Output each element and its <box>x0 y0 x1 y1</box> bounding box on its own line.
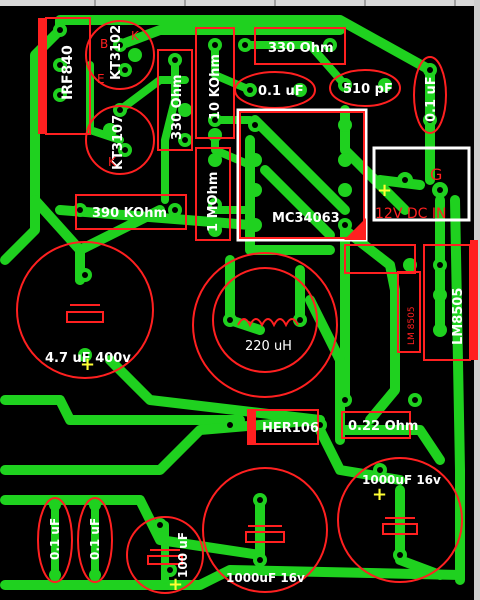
label-kt3107-k: K <box>108 155 117 169</box>
top-ruler <box>0 0 480 6</box>
label-12v-dc-in: 12V DC IN <box>375 206 446 222</box>
label-kt3102-e: E <box>97 72 105 86</box>
label-r330a: 330 Ohm <box>170 74 185 140</box>
label-c01d: 0.1 uF <box>88 518 102 560</box>
lm8505-pad-block <box>344 244 416 274</box>
c01a-outline <box>234 71 316 109</box>
c47-outline <box>16 241 154 379</box>
label-c01a: 0.1 uF <box>258 84 304 99</box>
conn-outline <box>372 146 471 222</box>
silkscreen-outlines <box>16 17 478 594</box>
trace-ic-diag1 <box>250 115 350 215</box>
label-r390k: 390 KOhm <box>92 206 167 221</box>
label-c47-plus: + <box>80 354 95 375</box>
label-her106: HER106 <box>262 421 319 436</box>
label-c01b: 0.1 uF <box>424 76 439 122</box>
label-kt3102-b: B <box>100 37 108 51</box>
l1-coil <box>237 318 299 328</box>
label-c01c: 0.1 uF <box>48 518 62 560</box>
label-c100: 100 uF <box>176 532 190 578</box>
l1-outer <box>192 252 338 398</box>
lm8505-label-block <box>397 271 421 353</box>
r10k-outline <box>195 27 235 139</box>
trace-lower-bus <box>0 415 325 475</box>
label-r1m: 1 MOhm <box>206 172 221 232</box>
copper-traces <box>0 15 465 590</box>
label-c1000a-plus: + <box>372 484 387 505</box>
label-kt3102: KT3102 <box>109 25 124 80</box>
c1000b-outline <box>202 467 328 593</box>
label-lm8505: LM8505 <box>451 288 466 345</box>
lm8505-tab <box>470 240 478 360</box>
lm8505-body <box>423 244 471 361</box>
label-c100-plus: + <box>168 574 183 595</box>
irf840-body <box>45 17 91 135</box>
mc34063-outline <box>236 108 368 242</box>
c01d-outline <box>77 497 113 583</box>
r330a-outline <box>157 49 193 151</box>
c1000a-outline <box>337 457 463 583</box>
label-kt3107: KT3107 <box>111 115 126 170</box>
label-irf840: IRF840 <box>60 45 76 100</box>
label-mc34063: MC34063 <box>272 211 340 226</box>
c100-outline <box>126 516 204 594</box>
kt3102-outline <box>85 20 155 90</box>
r330b-outline <box>254 27 346 65</box>
kt3107-outline <box>85 105 155 175</box>
irf840-tab <box>38 18 46 134</box>
label-r330b: 330 Ohm <box>268 41 334 56</box>
label-c47: 4.7 uF 400v <box>45 351 131 366</box>
r390k-outline <box>75 194 187 230</box>
label-lm8505-small: LM 8505 <box>407 306 417 345</box>
label-c1000a: 1000uF 16v <box>362 473 441 487</box>
c510-outline <box>329 69 401 107</box>
label-conn-g: G <box>430 165 442 184</box>
c01c-outline <box>37 497 73 583</box>
r022-outline <box>341 411 411 439</box>
label-c1000b: 1000uF 16v <box>226 571 305 585</box>
label-l1: 220 uH <box>245 339 292 354</box>
label-kt3102-k: K <box>131 29 140 43</box>
label-r022: 0.22 Ohm <box>348 419 418 434</box>
label-r10k: 10 KOhm <box>208 54 223 120</box>
copper-pads <box>49 23 448 581</box>
component-labels: IRF840 KT3102 KT3107 330 Ohm 10 KOhm 1 M… <box>45 25 466 595</box>
l1-inner <box>212 267 318 373</box>
c01b-outline <box>413 56 447 134</box>
label-conn-plus: + <box>377 180 392 201</box>
label-c510: 510 pF <box>343 82 393 97</box>
r1m-outline <box>195 147 231 241</box>
top-ruler-ticks <box>94 0 456 6</box>
